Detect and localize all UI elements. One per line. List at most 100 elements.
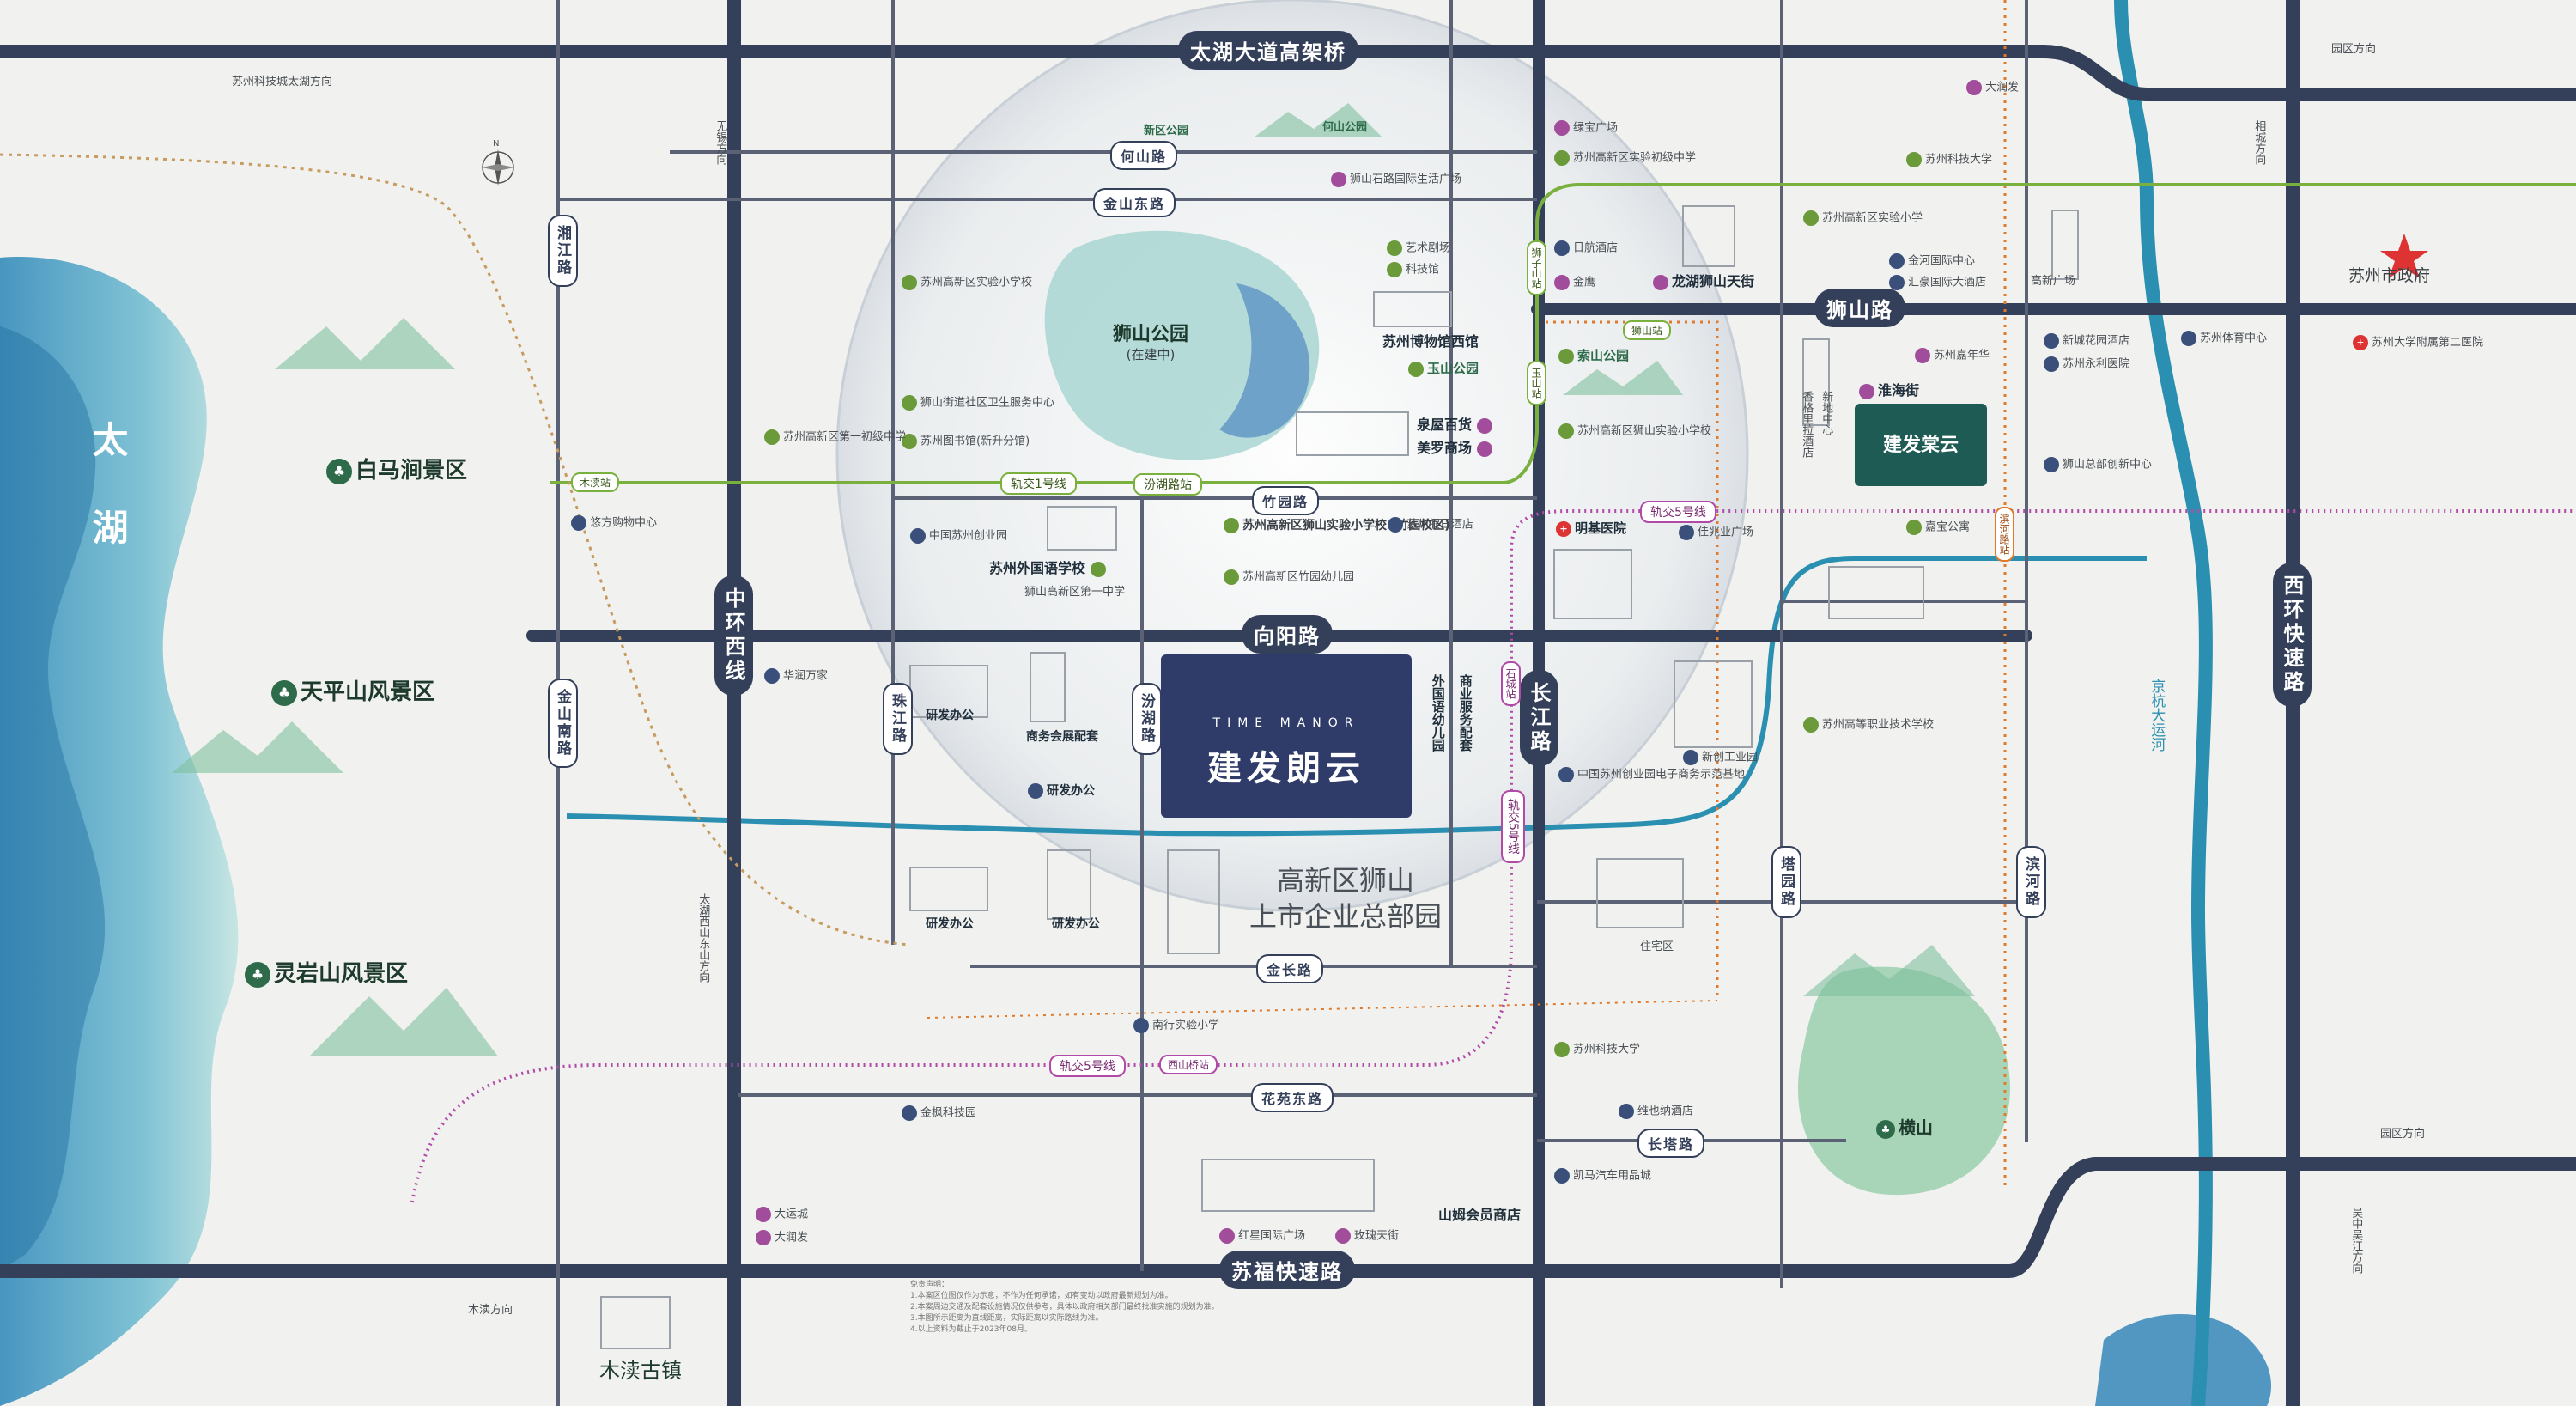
- place-darunfa: 大润发: [756, 1230, 808, 1245]
- place-huarun: 华润万家: [764, 668, 828, 684]
- place-jiabao: 嘉宝公寓: [1906, 520, 1970, 535]
- place-gaoxin-plaza: 高新广场: [2031, 275, 2076, 288]
- place-china-park: 中国苏州创业园: [910, 528, 1007, 544]
- road-label-taihu-viaduct: 太湖大道高架桥: [1178, 31, 1358, 70]
- place-longhu: 龙湖狮山天街: [1653, 273, 1754, 290]
- place-rd-office-2: 研发办公: [1028, 783, 1095, 800]
- place-foreign-kg: 外国语幼儿园: [1430, 674, 1446, 752]
- place-suzhou-gov: 苏州市政府: [2348, 266, 2431, 285]
- place-health-center: 狮山街道社区卫生服务中心: [902, 395, 1054, 411]
- road-label-jinshan-east: 金山东路: [1093, 188, 1176, 217]
- place-tianhong: 苏州高新区实验小学: [1803, 210, 1923, 226]
- place-museum-west: 苏州博物馆西馆: [1382, 333, 1479, 350]
- road-label-zhuyuan: 竹园路: [1252, 486, 1320, 515]
- jinghang-canal: [2114, 0, 2213, 1406]
- road-label-xiangjiang: 湘江路: [548, 215, 578, 287]
- scenic-tianping: ♣天平山风景区: [271, 674, 434, 706]
- place-shishan-exp-2: 苏州高新区狮山实验小学校: [1558, 423, 1711, 439]
- compass-icon: N: [477, 137, 519, 192]
- direction-yuanqu-1: 园区方向: [2331, 43, 2377, 56]
- road-taihu-viaduct: [0, 45, 2576, 101]
- place-jinghang: 京杭大运河: [2148, 679, 2166, 752]
- road-label-xihuan: 西环快速路: [2273, 563, 2312, 707]
- place-rd-office-4: 研发办公: [1052, 917, 1100, 931]
- place-holiday-hotel: 苏州假日酒店: [1388, 517, 1473, 533]
- station-fenhu: 汾湖路站: [1133, 473, 1202, 496]
- direction-wuxi: 无锡方向: [714, 120, 727, 165]
- svg-text:N: N: [493, 139, 499, 149]
- place-vocational: 苏州高等职业技术学校: [1803, 717, 1934, 733]
- place-shishan-innov: 狮山总部创新中心: [2044, 457, 2152, 472]
- place-dayuncheng: 大运城: [756, 1207, 808, 1222]
- road-label-zhujiang: 珠江路: [883, 683, 913, 755]
- direction-wuzhong: 吴中吴江方向: [2349, 1207, 2363, 1274]
- place-weiye: 维也纳酒店: [1619, 1104, 1693, 1119]
- metro-line-5: [410, 509, 2576, 1203]
- road-label-binhe: 滨河路: [2016, 846, 2046, 918]
- station-shizi: 狮子山站: [1527, 240, 1546, 295]
- place-uni-hospital: +苏州大学附属第二医院: [2353, 335, 2483, 350]
- road-label-tayuan: 塔园路: [1771, 846, 1801, 918]
- place-tech-uni: 苏州科技大学: [1554, 1042, 1640, 1057]
- place-rihang: 日航酒店: [1554, 240, 1618, 256]
- place-tech-uni-2: 苏州科技大学: [1906, 152, 1992, 167]
- road-label-sufu: 苏福快速路: [1219, 1251, 1355, 1289]
- hq-park-label: 高新区狮山 上市企业总部园: [1249, 864, 1443, 933]
- direction-kejicheng: 苏州科技城太湖方向: [232, 76, 333, 88]
- taihu-lake: [0, 257, 239, 1406]
- place-jiazhao: 佳兆业广场: [1679, 525, 1753, 540]
- road-label-jinshan-south: 金山南路: [548, 679, 578, 768]
- place-nanhang: 南行实验小学: [1133, 1018, 1219, 1033]
- place-commercial: 商业服务配套: [1457, 674, 1473, 752]
- road-label-xiangyang: 向阳路: [1242, 615, 1333, 654]
- place-rd-office-1: 研发办公: [926, 709, 974, 722]
- place-liansheng: 大润发: [1966, 80, 2019, 95]
- project-name-cn: 建发朗云: [1207, 748, 1365, 788]
- place-sam: 山姆会员商店: [1438, 1207, 1522, 1223]
- metro-line5-tag-c: 轨交5号线: [1501, 790, 1525, 863]
- lake-label: 太湖: [87, 421, 129, 596]
- station-yushan: 玉山站: [1527, 361, 1546, 405]
- road-label-fenhu: 汾湖路: [1132, 683, 1162, 755]
- place-kaima: 凯马汽车用品城: [1554, 1168, 1651, 1184]
- neighbor-project-box: 建发棠云: [1855, 404, 1987, 486]
- station-shicheng: 石城站: [1501, 661, 1521, 706]
- place-xinbei: 苏州嘉年华: [1915, 348, 1990, 363]
- park-yushan: 玉山公园: [1408, 361, 1479, 377]
- place-first-middle: 苏州高新区第一初级中学: [764, 429, 906, 445]
- metro-line5-tag-b: 轨交5号线: [1640, 501, 1716, 523]
- road-label-zhonghuan: 中环西线: [714, 575, 753, 696]
- station-binhe: 滨河路站: [1995, 507, 2014, 562]
- direction-mudu: 木渎方向: [468, 1304, 513, 1317]
- place-zhuzai: 住宅区: [1640, 940, 1674, 953]
- place-jinhe: 金河国际中心: [1889, 253, 1975, 269]
- disclaimer: 免责声明： 1.本案区位图仅作为示意，不作为任何承诺，如有变动以政府最新规划为准…: [910, 1281, 1219, 1335]
- place-xinchuang: 新创工业园: [1683, 750, 1758, 765]
- place-meiluo: 美罗商场: [1417, 440, 1496, 457]
- direction-yuanqu-2: 园区方向: [2380, 1128, 2426, 1141]
- place-youfang: 悠方购物中心: [571, 515, 657, 531]
- road-sufu: [0, 1157, 2576, 1278]
- place-zhuyuan-kg: 苏州高新区竹园幼儿园: [1224, 569, 1354, 585]
- hengshan-area: [1798, 966, 2010, 1196]
- place-hongxing: 红星国际广场: [1219, 1228, 1305, 1244]
- place-lvbao: 绿宝广场: [1554, 120, 1618, 136]
- direction-xiangcheng: 相城方向: [2252, 120, 2266, 165]
- station-xishan: 西山桥站: [1159, 1055, 1218, 1074]
- project-name-en: TIME MANOR: [1212, 716, 1360, 730]
- park-suoshan: 索山公园: [1558, 348, 1629, 364]
- project-box: TIME MANOR 建发朗云: [1161, 654, 1412, 818]
- park-shishan: 狮山公园(在建中): [1113, 324, 1189, 362]
- metro-line-1: [550, 183, 2576, 484]
- place-jinying: 金鹰: [1554, 275, 1595, 290]
- place-huimeng: 汇豪国际大酒店: [1889, 275, 1986, 290]
- place-foreign-school: 苏州外国语学校: [989, 560, 1109, 577]
- road-label-changjiang: 长江路: [1520, 670, 1558, 766]
- station-shishan: 狮山站: [1623, 320, 1672, 340]
- place-jinfeng: 金枫科技园: [902, 1105, 976, 1121]
- road-label-heshan: 何山路: [1110, 141, 1178, 170]
- place-art-theater: 艺术剧场: [1387, 240, 1450, 256]
- place-huaihai: 淮海街: [1859, 382, 1919, 399]
- place-quanwu: 泉屋百货: [1417, 417, 1496, 434]
